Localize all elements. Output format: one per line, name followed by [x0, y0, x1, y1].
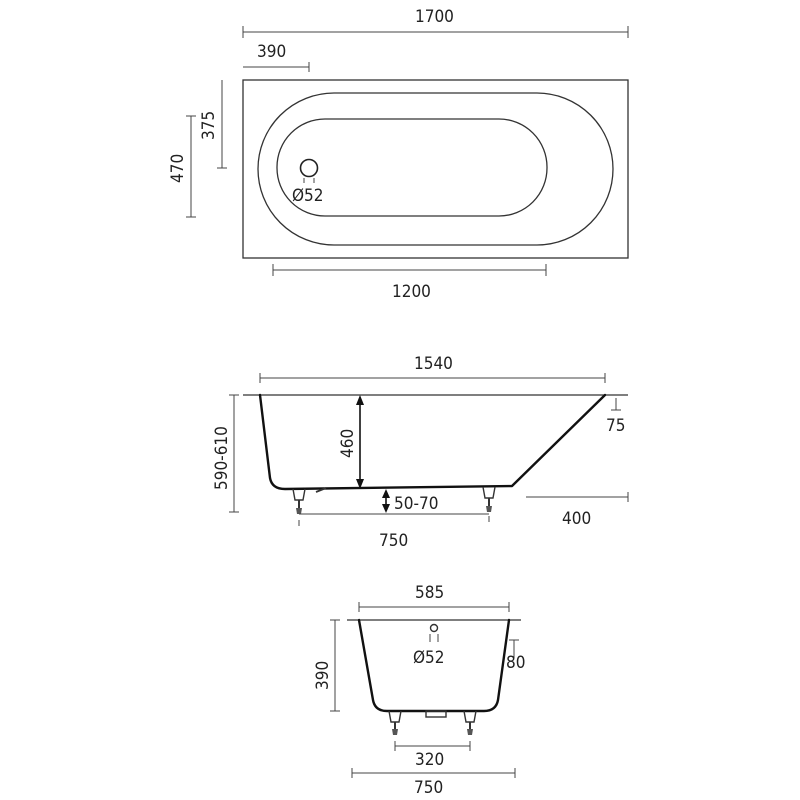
overall-height-label: 590-610 [212, 426, 232, 490]
top-length-label: 1540 [414, 354, 453, 374]
dim-inner-length: 1200 [272, 264, 547, 302]
drain-offset-label: 390 [257, 42, 286, 62]
tub-bowl-outer [257, 92, 614, 246]
depth-label: 460 [338, 429, 358, 458]
dim-overall-height: 590-610 [212, 394, 239, 513]
dim-top-length: 1540 [259, 354, 606, 383]
overflow-height-label: 80 [506, 653, 525, 673]
inner-leg-spacing-label: 320 [415, 750, 444, 770]
dim-overall-width: 470 [168, 115, 196, 218]
rim-height-label: 75 [606, 416, 625, 436]
leg-spacing-label: 750 [379, 531, 408, 551]
dim-top-width: 585 [358, 583, 510, 612]
end-view: 585 390 Ø52 80 [313, 583, 525, 798]
end-leg-left [388, 710, 402, 735]
dim-outer-width: 750 [351, 768, 516, 798]
dim-depth: 460 [338, 395, 364, 489]
slope-length-label: 400 [562, 509, 591, 529]
top-view: 1700 390 375 470 Ø52 [168, 7, 629, 302]
drain-diameter-label: Ø52 [292, 186, 324, 206]
dim-rim-height: 75 [606, 398, 625, 436]
inner-length-label: 1200 [392, 282, 431, 302]
drain-icon [299, 158, 319, 178]
dim-drain-offset: 390 [243, 42, 310, 72]
dim-inner-half-width: 375 [199, 80, 227, 169]
dim-inner-leg-spacing: 320 [394, 741, 471, 770]
tub-side-profile [258, 393, 607, 491]
tub-outer-rim [242, 79, 629, 259]
dim-leg-spacing: 750 [298, 516, 490, 551]
dim-end-height: 390 [313, 619, 340, 712]
outer-width-label: 750 [414, 778, 443, 798]
tub-bowl-inner [276, 118, 548, 217]
dim-overall-length: 1700 [242, 7, 629, 38]
dim-overflow-height: 80 [506, 639, 525, 673]
dim-leg-adjust: 50-70 [382, 489, 438, 514]
overall-length-label: 1700 [415, 7, 454, 27]
leg-adjust-label: 50-70 [394, 494, 438, 514]
end-height-label: 390 [313, 661, 333, 690]
side-leg-right [482, 486, 496, 512]
side-leg-left [292, 487, 327, 514]
side-view: 1540 590-610 460 75 [212, 354, 629, 551]
dim-slope-length: 400 [526, 492, 629, 529]
overall-width-label: 470 [168, 154, 188, 183]
overflow-icon [429, 623, 439, 633]
overflow-diameter-label: Ø52 [413, 648, 445, 668]
top-width-label: 585 [415, 583, 444, 603]
inner-half-width-label: 375 [199, 111, 219, 140]
end-leg-right [463, 710, 477, 735]
end-drain-fitting [425, 710, 447, 718]
